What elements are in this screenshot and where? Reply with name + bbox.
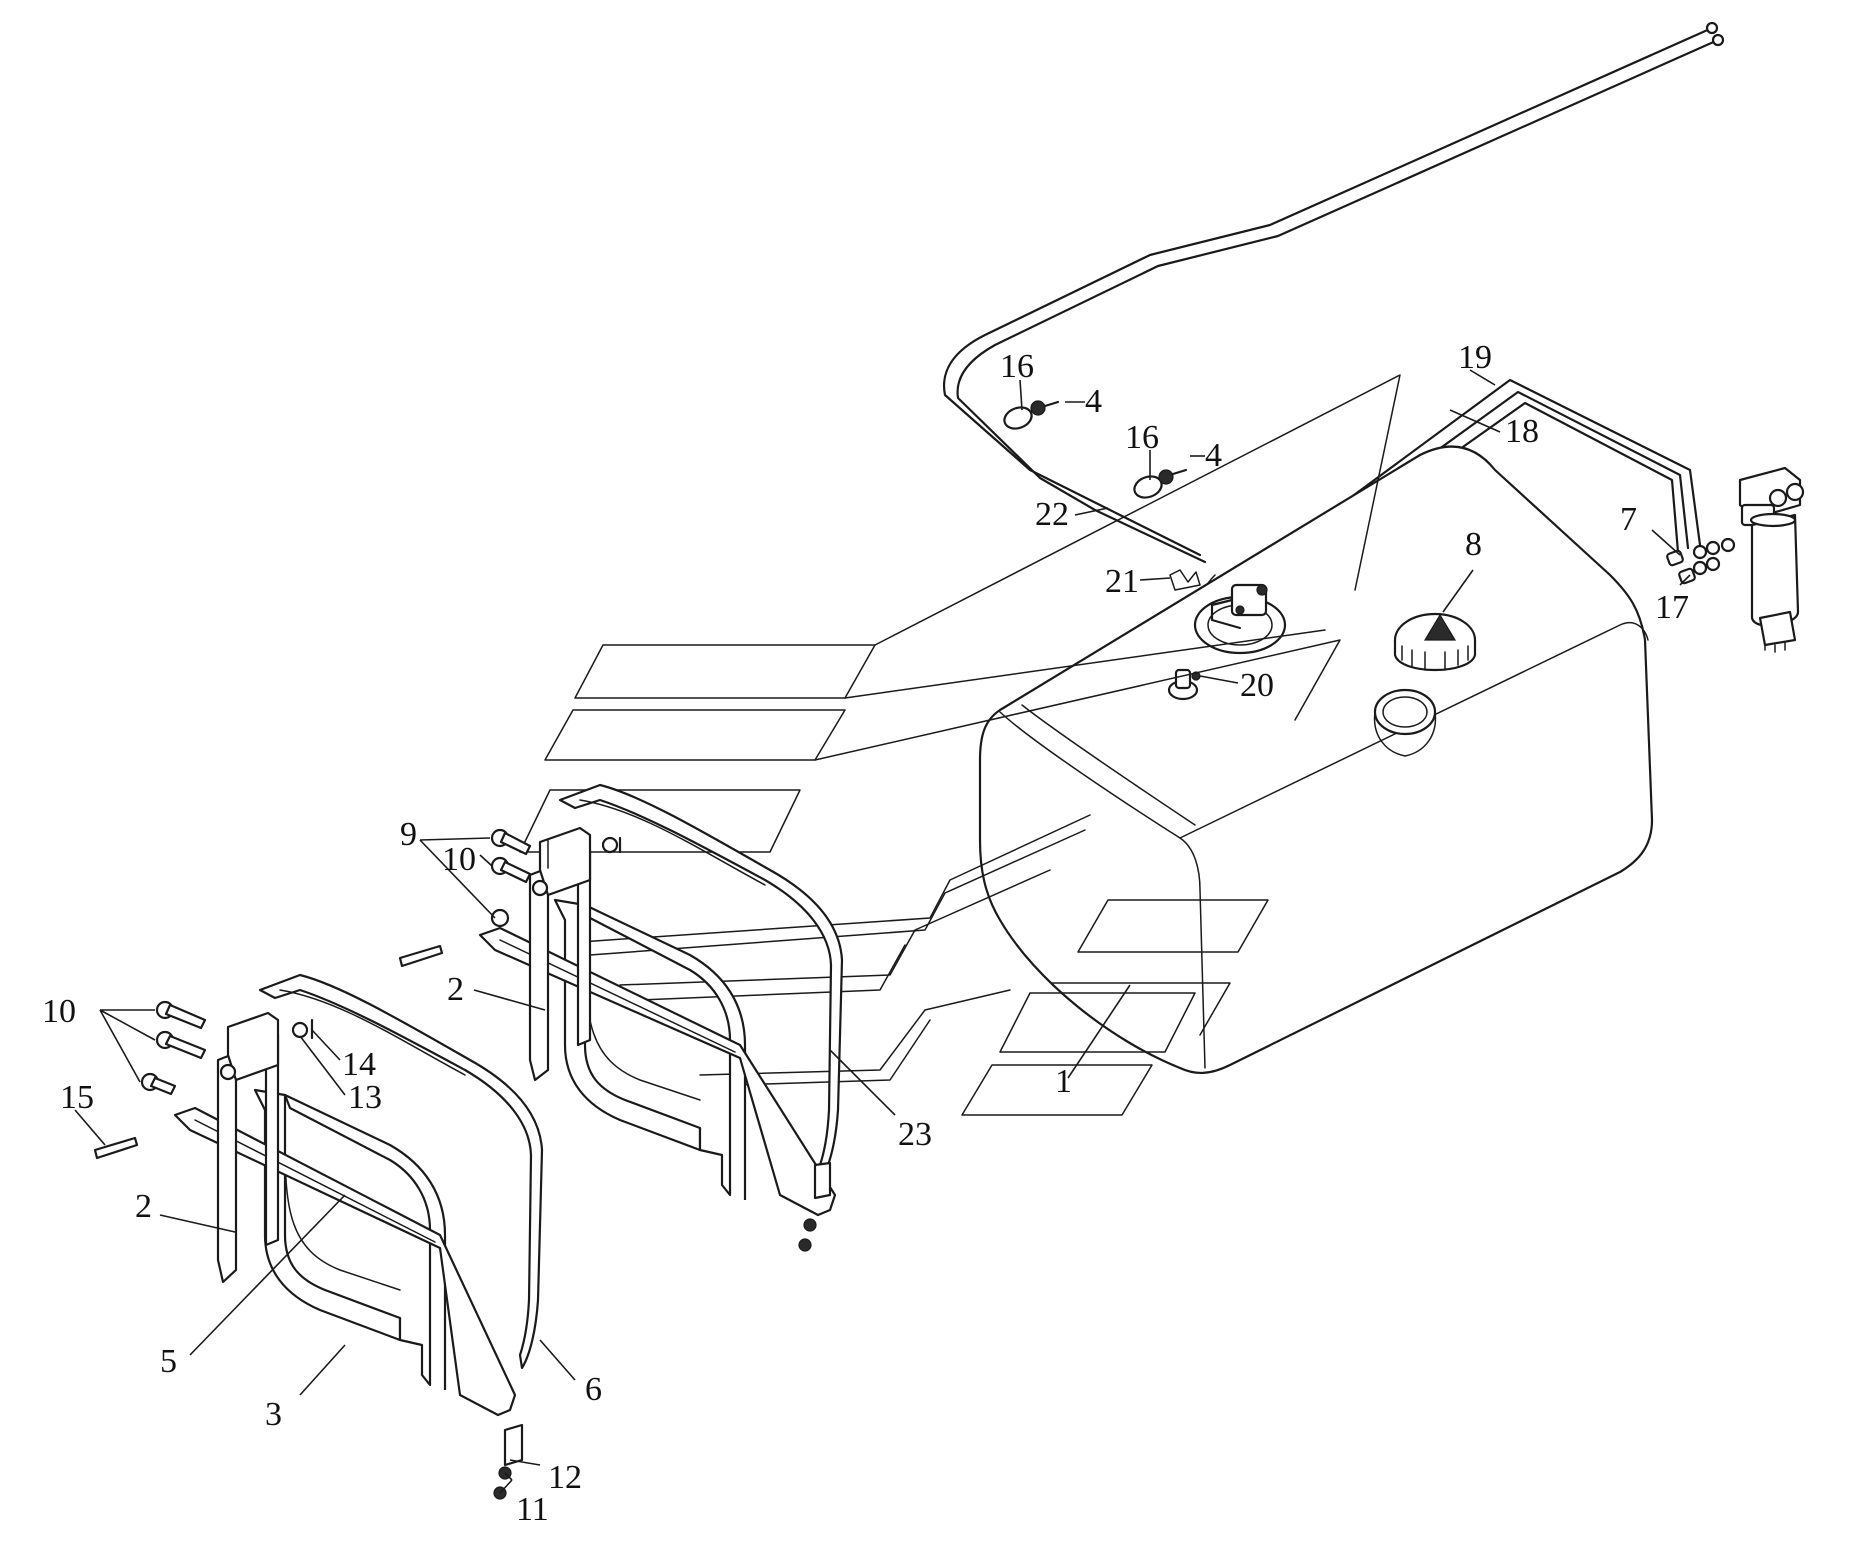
callout-1: 1: [1055, 1063, 1072, 1100]
callout-16: 16: [1125, 419, 1159, 456]
pipe-end-fitting-icon: [1705, 21, 1719, 35]
callout-17: 17: [1655, 589, 1689, 626]
callout-21: 21: [1105, 563, 1139, 600]
callout-16: 16: [1000, 348, 1034, 385]
callout-20: 20: [1240, 667, 1274, 704]
fuel-level-sender-21: [1169, 569, 1268, 630]
callout-18: 18: [1505, 413, 1539, 450]
callout-23: 23: [898, 1116, 932, 1153]
callout-2: 2: [447, 971, 464, 1008]
fuel-filter: [1738, 466, 1805, 653]
callout-9: 9: [400, 816, 417, 853]
callout-2: 2: [135, 1188, 152, 1225]
callout-13: 13: [348, 1079, 382, 1116]
callout-10: 10: [42, 993, 76, 1030]
callout-labels: 1 2 2 3 4 4 5 6 7 8 9 10 10 11 12 13 14 …: [42, 339, 1689, 1528]
callout-14: 14: [342, 1046, 376, 1083]
leader-lines: [74, 369, 1691, 1494]
callout-5: 5: [160, 1343, 177, 1380]
clip-21-icon: [1169, 569, 1201, 591]
callout-10: 10: [442, 841, 476, 878]
rubber-pads: [519, 374, 1401, 1116]
filler-cap-8: [1393, 612, 1477, 671]
callout-4: 4: [1205, 437, 1222, 474]
callout-12: 12: [548, 1459, 582, 1496]
callout-8: 8: [1465, 526, 1482, 563]
fuel-tank: [978, 445, 1654, 1074]
pipe-clips-16: [1003, 400, 1188, 499]
callout-15: 15: [60, 1079, 94, 1116]
bracket-assembly-front: [93, 973, 544, 1500]
callout-4: 4: [1085, 383, 1102, 420]
pipe-end-fitting-icon: [1711, 33, 1725, 47]
callout-7: 7: [1620, 501, 1637, 538]
callout-6: 6: [585, 1371, 602, 1408]
bracket-assembly-rear: [398, 783, 844, 1252]
callout-19: 19: [1458, 339, 1492, 376]
callout-3: 3: [265, 1396, 282, 1433]
callout-11: 11: [516, 1491, 549, 1528]
callout-22: 22: [1035, 496, 1069, 533]
